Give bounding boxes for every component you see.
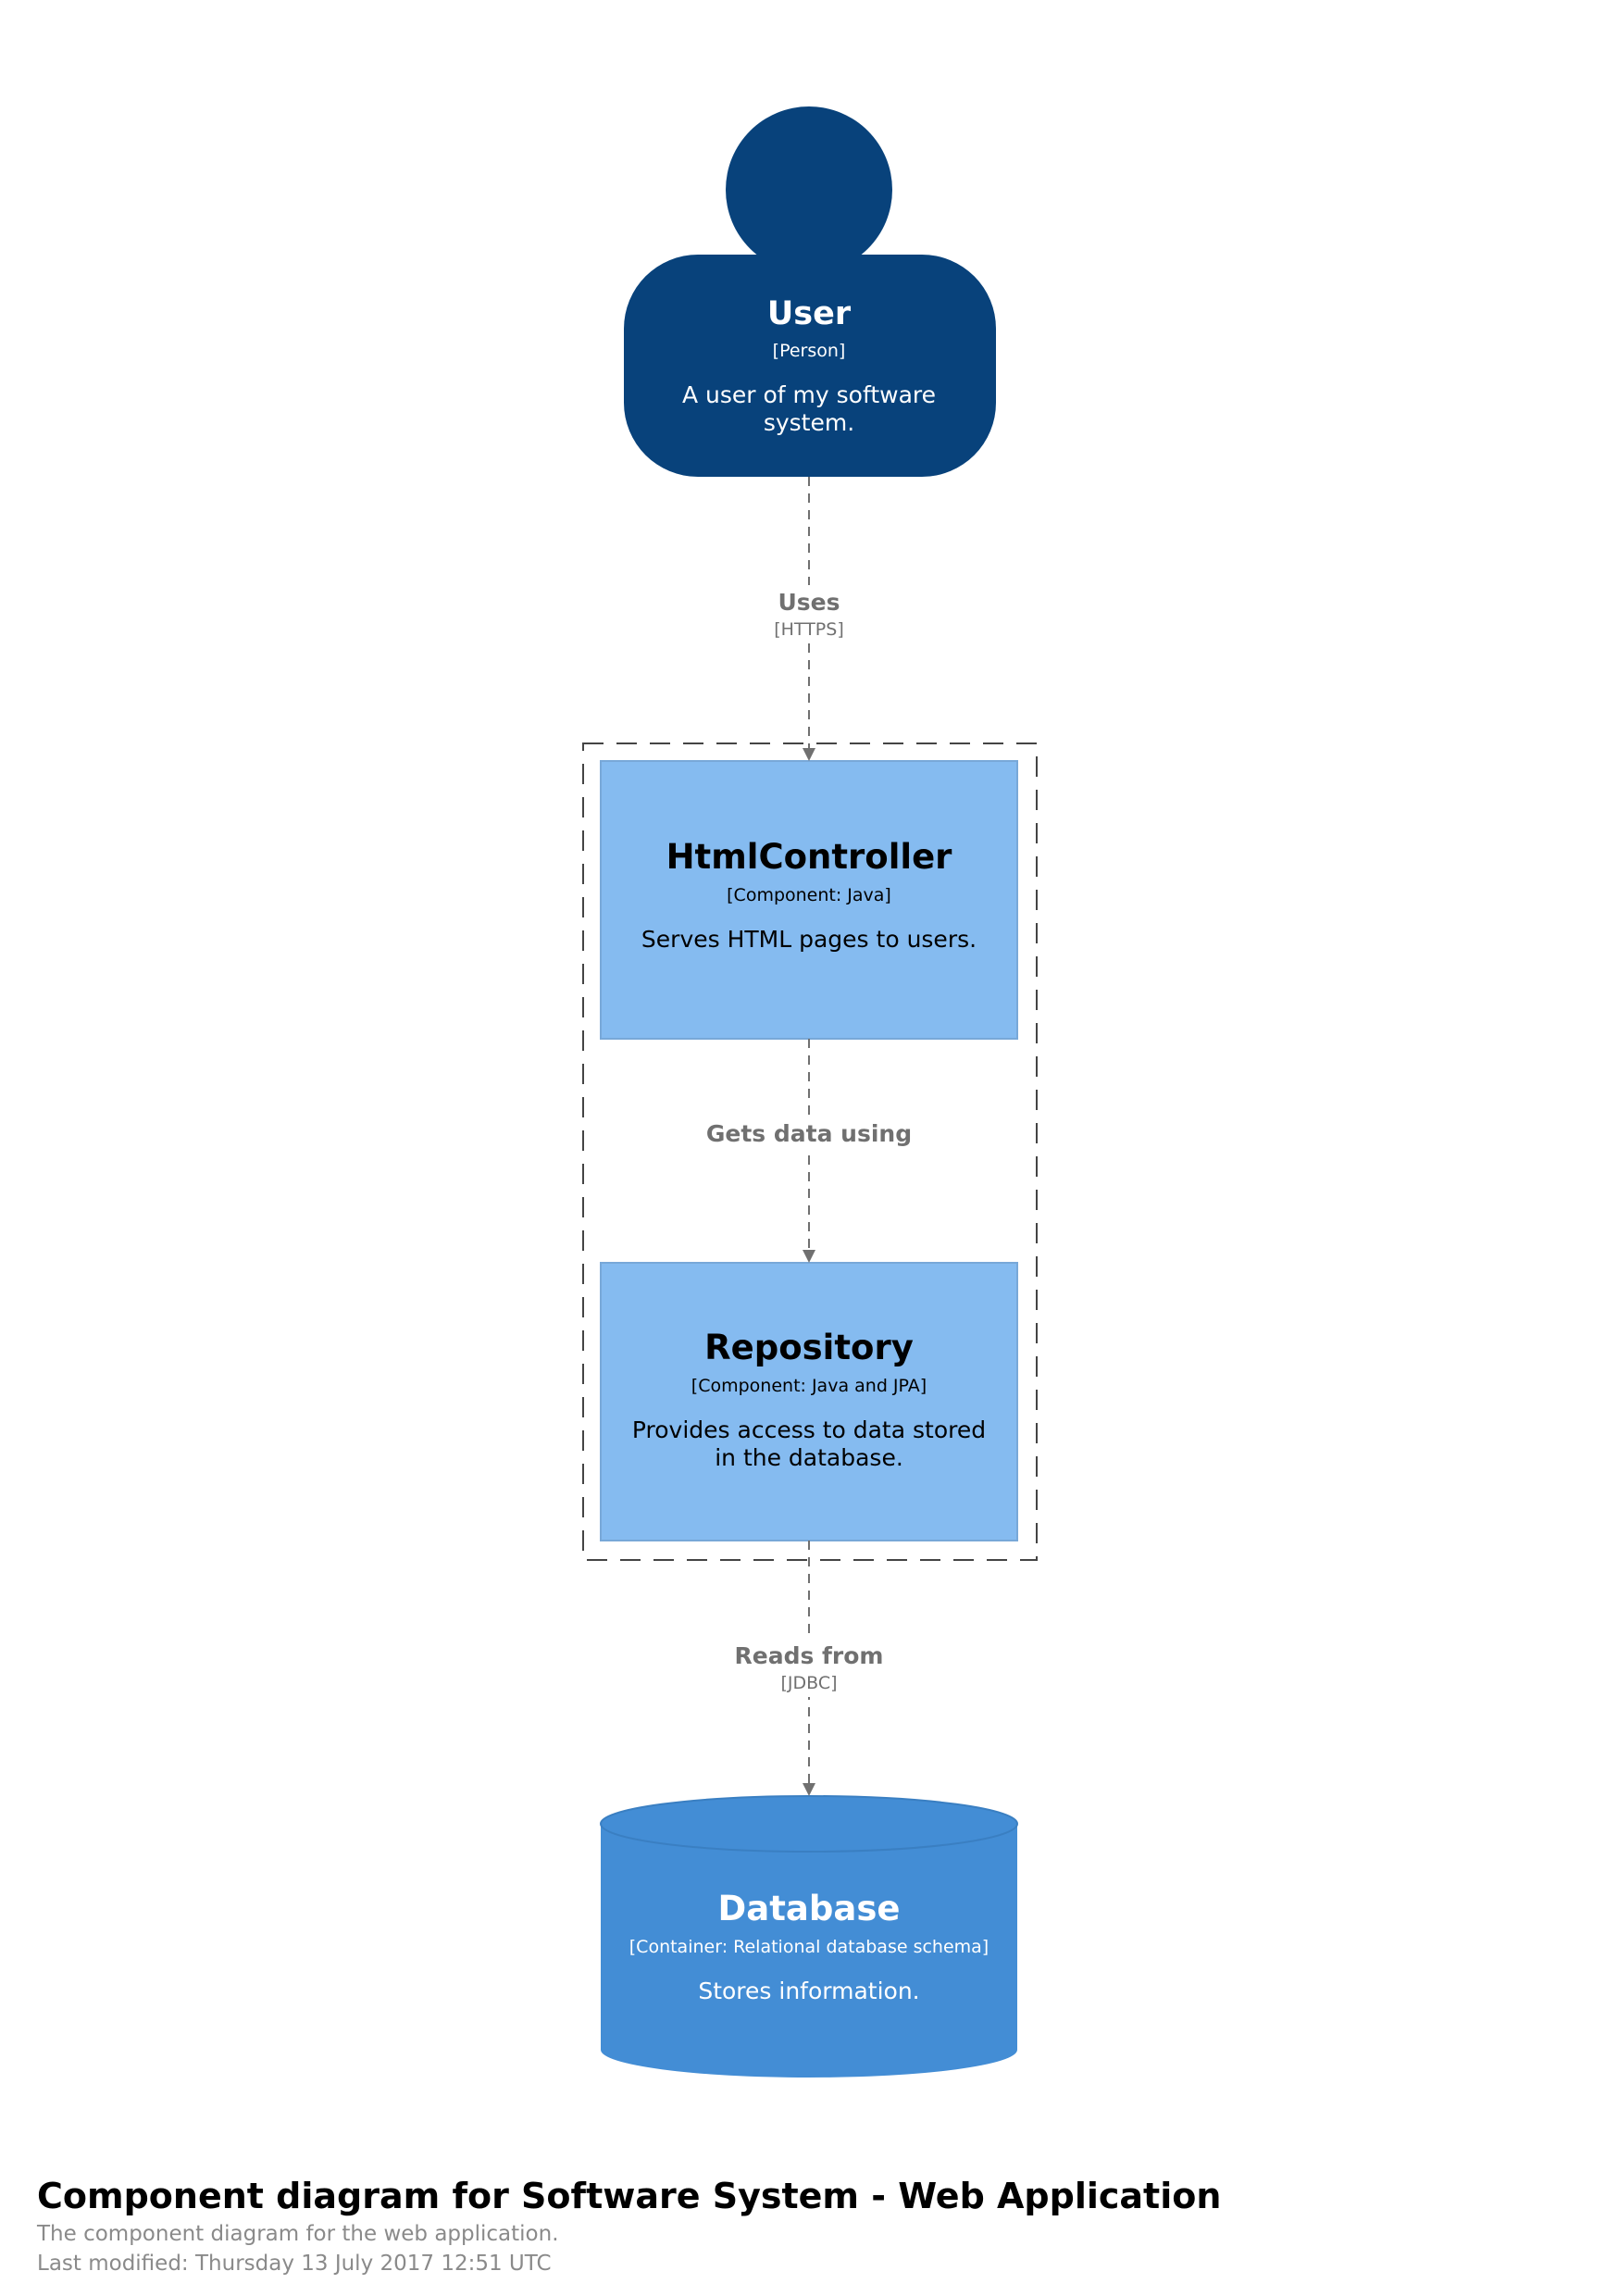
html-controller-type: [Component: Java]	[727, 885, 891, 906]
database-cylinder[interactable]	[600, 1795, 1018, 2078]
html-controller-name: HtmlController	[666, 837, 952, 877]
user-type: [Person]	[772, 341, 846, 361]
database-top	[600, 1795, 1018, 1853]
edge-gets-data-description: Gets data using	[705, 1120, 913, 1147]
edge-uses-technology: [HTTPS]	[774, 619, 844, 640]
html-controller-node: HtmlController [Component: Java] Serves …	[610, 837, 1008, 954]
database-node: Database [Container: Relational database…	[610, 1889, 1008, 2005]
diagram-description: The component diagram for the web applic…	[37, 2222, 559, 2246]
html-controller-box[interactable]	[600, 760, 1018, 1040]
edge-uses-description: Uses	[778, 589, 840, 616]
edge-uses-label: Uses [HTTPS]	[624, 585, 994, 643]
database-name: Database	[717, 1889, 901, 1928]
repository-node: Repository [Component: Java and JPA] Pro…	[619, 1328, 999, 1472]
edge-gets-data-label: Gets data using	[624, 1117, 994, 1151]
repository-name: Repository	[704, 1328, 914, 1367]
html-controller-description: Serves HTML pages to users.	[641, 926, 977, 954]
repository-type: [Component: Java and JPA]	[691, 1376, 927, 1397]
user-name: User	[766, 295, 852, 332]
database-type: [Container: Relational database schema]	[629, 1937, 989, 1958]
edge-reads-from-technology: [JDBC]	[780, 1673, 838, 1693]
user-description: A user of my software system.	[681, 381, 937, 436]
user-body	[624, 255, 996, 477]
user-person-shape[interactable]	[624, 106, 996, 477]
diagram-footer: Component diagram for Software System - …	[37, 2176, 1574, 2276]
diagram-title: Component diagram for Software System - …	[37, 2176, 1222, 2216]
repository-description: Provides access to data stored in the da…	[631, 1416, 987, 1472]
edge-reads-from-description: Reads from	[734, 1642, 884, 1669]
diagram-last-modified: Last modified: Thursday 13 July 2017 12:…	[37, 2252, 552, 2276]
database-body	[601, 1824, 1017, 2078]
repository-box[interactable]	[600, 1262, 1018, 1541]
edge-reads-from-label: Reads from [JDBC]	[624, 1639, 994, 1697]
user-node: User [Person] A user of my software syst…	[652, 294, 966, 437]
user-head	[726, 106, 892, 273]
database-description: Stores information.	[698, 1978, 920, 2005]
